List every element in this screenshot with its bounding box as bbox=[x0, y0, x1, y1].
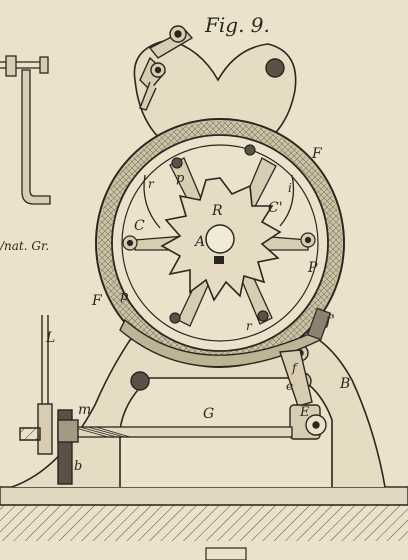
diagram-labels: F F f' f r p p P r R A C C' i e B E G L … bbox=[45, 146, 350, 474]
label-p-upper: p bbox=[176, 171, 185, 186]
label-i-upper: i bbox=[288, 181, 292, 195]
left-fragment bbox=[0, 55, 51, 205]
label-f-lower: f bbox=[291, 361, 299, 375]
label-m: m bbox=[78, 402, 91, 418]
label-E: E bbox=[299, 405, 310, 420]
figure-title: Fig. 9. bbox=[204, 13, 270, 37]
scale-note: /nat. Gr. bbox=[0, 239, 49, 253]
label-C-right: C' bbox=[268, 200, 283, 216]
linkage bbox=[279, 349, 327, 440]
label-b: b bbox=[74, 459, 82, 474]
label-P-right: P bbox=[307, 260, 318, 276]
label-G: G bbox=[203, 406, 214, 422]
label-B: B bbox=[339, 376, 350, 392]
shaft-G bbox=[71, 426, 293, 438]
label-p-left: p bbox=[120, 289, 129, 304]
ratchet-wheel bbox=[160, 177, 282, 302]
brake-band bbox=[119, 318, 321, 368]
base-plate bbox=[0, 486, 408, 560]
label-R: R bbox=[211, 203, 223, 219]
rod-bracket bbox=[19, 315, 79, 485]
label-r-lower: r bbox=[246, 319, 253, 333]
spring bbox=[306, 307, 332, 341]
label-C-left: C bbox=[134, 218, 145, 234]
label-e: e bbox=[286, 379, 293, 393]
label-A: A bbox=[193, 234, 205, 250]
pivot-pins bbox=[122, 144, 316, 324]
label-F-top: F bbox=[311, 146, 323, 162]
adjusting-bolt bbox=[139, 25, 194, 111]
pawls bbox=[143, 174, 295, 229]
label-L: L bbox=[45, 330, 55, 346]
label-r-upper-left: r bbox=[148, 177, 155, 191]
label-F-left: F bbox=[91, 293, 103, 309]
label-f-right: f' bbox=[325, 313, 335, 329]
